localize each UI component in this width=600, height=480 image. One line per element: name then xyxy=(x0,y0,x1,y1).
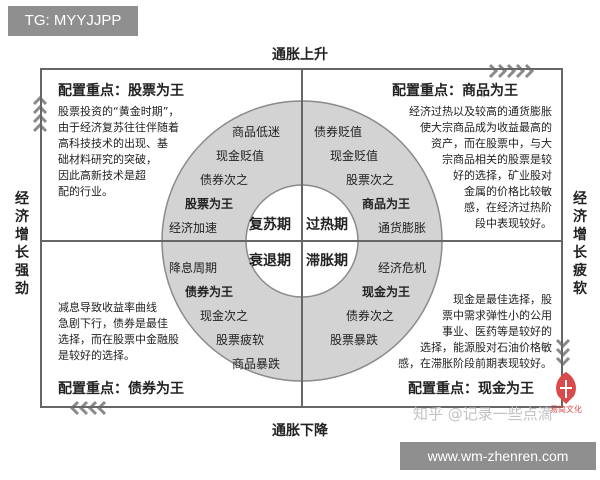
quadrant-text-top-left: 股票投资的“黄金时期”， 由于经济复苏往往伴随着 高科技技术的出现、基 础材料研… xyxy=(58,104,179,200)
text-line: 现金是最佳选择，股 xyxy=(453,293,552,306)
text-line: 由于经济复苏往往伴随着 xyxy=(58,121,179,134)
axis-right-char: 增 xyxy=(573,227,587,243)
ring-item-stagflation: 债券次之 xyxy=(346,309,395,323)
axis-right-char: 长 xyxy=(573,245,587,261)
axis-label-left: 经 济 增 长 强 劲 xyxy=(12,190,32,298)
text-line: 宗商品相关的股票是较 xyxy=(442,153,552,166)
text-line: 经济过热以及较高的通货膨胀 xyxy=(409,105,552,118)
watermark-text: 知乎 @记录一些点滴 xyxy=(413,405,553,423)
quadrant-title-bottom-right: 配置重点：现金为王 xyxy=(408,381,534,397)
logo-emblem-icon xyxy=(556,372,576,404)
tg-tag: TG: MYYJJPP xyxy=(8,6,138,36)
text-line: 资产，而在股票中，与大 xyxy=(431,137,552,150)
quadrant-title-bottom-left: 配置重点：债券为王 xyxy=(58,381,184,397)
url-banner: www.wm-zhenren.com xyxy=(400,442,596,470)
ring-item-overheat: 股票次之 xyxy=(346,173,395,187)
ring-item-stagflation: 经济危机 xyxy=(378,261,427,275)
axis-label-bottom: 通胀下降 xyxy=(272,423,328,439)
ring-item-overheat: 债券贬值 xyxy=(314,125,363,139)
text-line: 因此高新技术是超 xyxy=(58,169,146,182)
ring-item-recovery: 经济加速 xyxy=(169,221,218,235)
text-line: 感，在经济过热阶 xyxy=(464,201,552,214)
text-line: 高科技技术的出现、基 xyxy=(58,137,168,150)
axis-left-char: 增 xyxy=(15,227,29,243)
quadrant-text-top-right: 经济过热以及较高的通货膨胀 使大宗商品成为收益最高的 资产，而在股票中，与大 宗… xyxy=(380,104,552,232)
quadrant-title-top-right: 配置重点：商品为王 xyxy=(392,83,518,99)
text-line: 是较好的选择。 xyxy=(58,349,135,362)
text-line: 段中表现较好。 xyxy=(475,217,552,230)
chevron-down-icon xyxy=(555,338,571,367)
axis-left-char: 劲 xyxy=(15,281,29,297)
phase-label-stagflation: 滞胀期 xyxy=(306,253,348,269)
axis-left-char: 强 xyxy=(15,263,29,279)
chevron-left-icon xyxy=(69,400,107,416)
ring-item-recovery: 债券次之 xyxy=(200,173,249,187)
axis-right-char: 疲 xyxy=(573,263,587,279)
text-line: 金属的价格比较敏 xyxy=(464,185,552,198)
ring-item-recovery: 商品低迷 xyxy=(232,125,281,139)
text-line: 好的选择，矿业股对 xyxy=(453,169,552,182)
ring-item-overheat: 通货膨胀 xyxy=(378,221,427,235)
ring-item-recovery: 股票为王 xyxy=(185,197,234,211)
text-line: 础材料研究的突破， xyxy=(58,153,157,166)
axis-label-right: 经 济 增 长 疲 软 xyxy=(570,190,590,298)
text-line: 使大宗商品成为收益最高的 xyxy=(420,121,552,134)
ring-item-recession: 商品暴跌 xyxy=(232,357,281,371)
text-line: 配的行业。 xyxy=(58,185,113,198)
axis-right-char: 软 xyxy=(573,281,587,297)
ring-item-recession: 现金次之 xyxy=(200,309,249,323)
text-line: 票中需求弹性小的公用 xyxy=(442,309,552,322)
phase-label-recovery: 复苏期 xyxy=(249,217,291,233)
phase-label-recession: 衰退期 xyxy=(249,253,291,269)
axis-left-char: 济 xyxy=(15,209,29,225)
ring-item-overheat: 商品为王 xyxy=(362,197,411,211)
chevron-right-icon xyxy=(488,63,535,79)
quadrant-title-top-left: 配置重点：股票为王 xyxy=(58,83,184,99)
ring-item-overheat: 现金贬值 xyxy=(330,149,379,163)
axis-right-char: 济 xyxy=(573,209,587,225)
ring-item-recession: 债券为王 xyxy=(185,285,234,299)
ring-item-recession: 股票疲软 xyxy=(216,333,265,347)
quadrant-frame xyxy=(40,68,563,408)
ring-item-stagflation: 股票暴跌 xyxy=(330,333,379,347)
text-line: 选择，而在股票中金融股 xyxy=(58,333,179,346)
text-line: 感，在滞胀阶段前期表现较好。 xyxy=(398,357,552,370)
text-line: 股票投资的“黄金时期”， xyxy=(58,105,180,118)
text-line: 减息导致收益率曲线 xyxy=(58,301,157,314)
ring-item-stagflation: 现金为王 xyxy=(362,285,411,299)
brand-logo: 易简文化 xyxy=(548,368,584,414)
axis-left-char: 经 xyxy=(15,191,29,207)
text-line: 事业、医药等是较好的 xyxy=(442,325,552,338)
axis-left-char: 长 xyxy=(15,245,29,261)
ring-item-recession: 降息周期 xyxy=(169,261,218,275)
quadrant-text-bottom-left: 减息导致收益率曲线 急剧下行，债券是最佳 选择，而在股票中金融股 是较好的选择。 xyxy=(58,300,179,364)
text-line: 急剧下行，债券是最佳 xyxy=(58,317,168,330)
axis-label-top: 通胀上升 xyxy=(272,47,328,63)
phase-label-overheat: 过热期 xyxy=(306,217,348,233)
quadrant-text-bottom-right: 现金是最佳选择，股 票中需求弹性小的公用 事业、医药等是较好的 选择，能源股对石… xyxy=(372,292,552,372)
axis-right-char: 经 xyxy=(573,191,587,207)
text-line: 选择，能源股对石油价格敏 xyxy=(420,341,552,354)
logo-caption: 易简文化 xyxy=(550,405,582,414)
ring-item-recovery: 现金贬值 xyxy=(216,149,265,163)
